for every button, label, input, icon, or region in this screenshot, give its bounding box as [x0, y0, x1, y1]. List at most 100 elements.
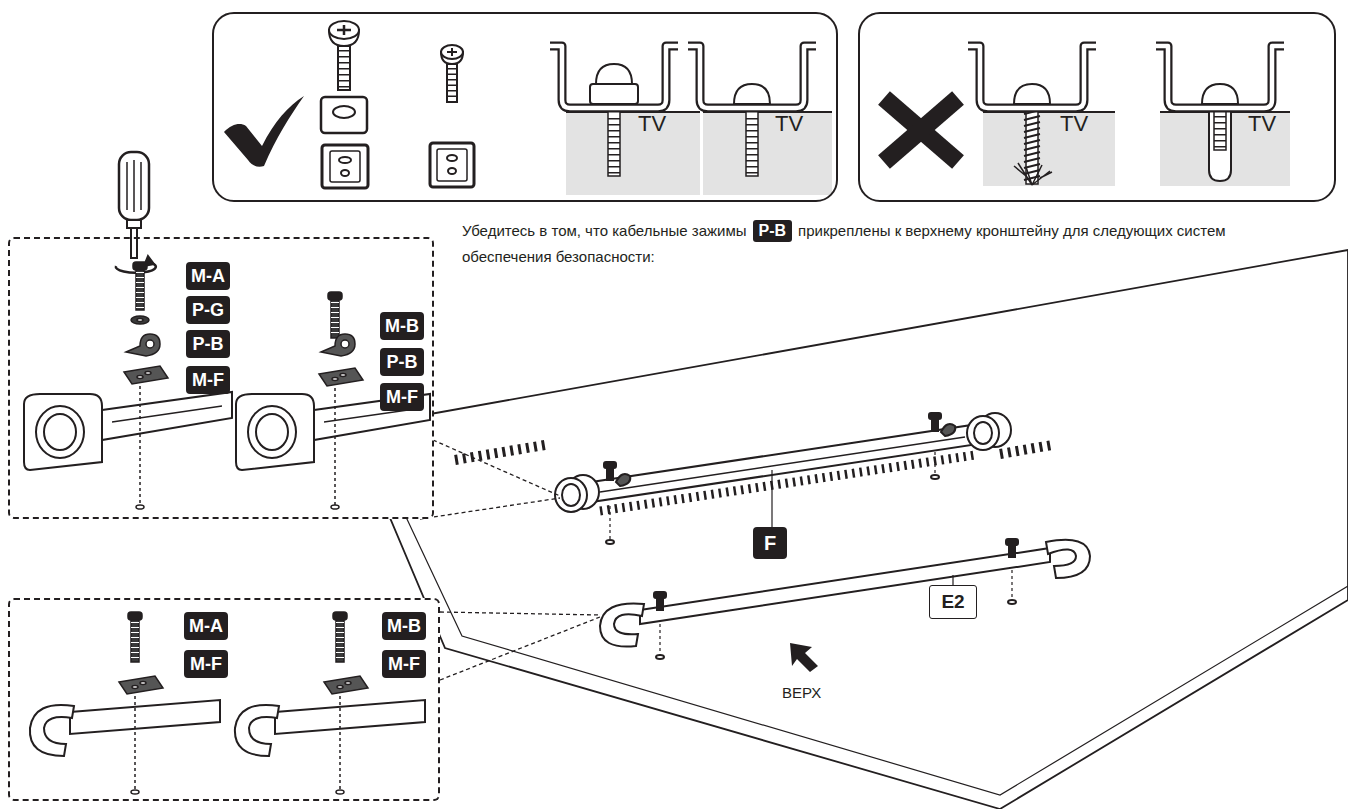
- hardware-stack-right: [340, 374, 346, 377]
- wrong-tv-section-2: [1156, 46, 1290, 186]
- part-code: E2: [929, 585, 977, 619]
- hardware-stack-lower: [131, 790, 139, 794]
- part-code: M-F: [184, 650, 228, 678]
- tv-back-panel: [352, 250, 1348, 809]
- part-code: P-B: [753, 220, 793, 242]
- direction-label: ВЕРХ: [782, 684, 821, 701]
- hardware-stack-right: [319, 368, 363, 386]
- upper-bracket-f: [600, 437, 965, 492]
- screw-with-spacer: [337, 25, 351, 35]
- upper-bracket-f: [616, 474, 630, 486]
- hardware-stack-left: [133, 262, 147, 270]
- lower-bracket-e2: [1046, 540, 1090, 578]
- wrong-tv-section-1: [968, 46, 1096, 108]
- screw-with-spacer: [333, 106, 355, 118]
- hardware-stack-right: [321, 334, 355, 356]
- tv-label: TV: [775, 111, 803, 137]
- hardware-stack-left: [124, 262, 168, 509]
- screw-with-spacer: [341, 170, 349, 176]
- check-mark: [224, 96, 304, 167]
- hardware-stack-right: [331, 505, 339, 509]
- tube-bracket-detail: [36, 406, 84, 458]
- hardware-stack-left: [137, 376, 143, 379]
- hardware-stack-left: [139, 386, 141, 505]
- screw-with-spacer: [329, 21, 359, 39]
- upper-bracket-f: [771, 470, 772, 527]
- lower-bracket-e2: [600, 603, 644, 646]
- screwdriver: [116, 152, 156, 273]
- hardware-stack-left: [131, 316, 149, 324]
- part-code: M-F: [382, 650, 426, 678]
- lower-bracket-e2: [640, 548, 1050, 624]
- hook-bracket-detail: [275, 700, 425, 734]
- hardware-stack-right: [331, 302, 339, 336]
- leader-lines: [420, 440, 600, 680]
- cross-mark: [884, 98, 958, 162]
- up-arrow: [790, 643, 818, 672]
- hardware-stack-right: [319, 292, 363, 509]
- correct-tv-section-1: [550, 46, 700, 195]
- hardware-stack-left: [126, 334, 160, 356]
- hardware-stack-lower: [128, 612, 142, 620]
- screw-without-spacer: [447, 48, 457, 56]
- upper-bracket-f: [607, 468, 613, 480]
- part-code: M-A: [186, 262, 230, 290]
- correct-tv-section-1: [596, 64, 632, 84]
- hardware-stack-left: [145, 372, 151, 375]
- wrong-tv-section-2: [1156, 46, 1284, 108]
- cross-mark: [884, 98, 958, 162]
- lower-bracket-e2: [657, 598, 663, 610]
- check-mark: [224, 96, 304, 167]
- screw-without-spacer: [447, 64, 457, 102]
- hardware-stack-right: [334, 388, 336, 505]
- hardware-stack-left: [136, 272, 144, 308]
- tube-bracket-detail: [102, 392, 232, 440]
- screwdriver: [131, 228, 137, 258]
- hardware-stack-lower: [336, 790, 344, 794]
- correct-tv-section-1: [550, 46, 678, 108]
- upper-bracket-f: [931, 475, 939, 479]
- screwdriver: [119, 152, 149, 220]
- lower-bracket-e2: [656, 655, 664, 659]
- callout-background: [8, 598, 440, 801]
- instruction-note: Убедитесь в том, что кабельные зажимы: [462, 222, 747, 239]
- wrong-tv-section-2: [1202, 84, 1238, 104]
- screw-without-spacer: [447, 68, 457, 100]
- screw-without-spacer: [448, 168, 456, 174]
- hook-bracket-detail: [235, 705, 279, 756]
- hardware-stack-lower: [336, 620, 344, 662]
- hardware-stack-right: [332, 378, 338, 381]
- hardware-stack-left: [137, 319, 143, 322]
- detail-callout: M-AP-GP-BM-FM-BP-BM-F: [8, 237, 434, 519]
- screw-without-spacer: [441, 45, 463, 59]
- part-code: M-B: [380, 312, 424, 340]
- tube-bracket-detail: [44, 414, 76, 450]
- tube-bracket-detail: [24, 394, 102, 470]
- hardware-stack-lower: [333, 612, 347, 620]
- wrong-example-panel: TVTV: [858, 12, 1336, 202]
- part-code: M-F: [380, 383, 424, 411]
- part-code: P-G: [186, 296, 230, 324]
- tube-bracket-detail: [112, 406, 222, 422]
- upper-bracket-f: [555, 478, 587, 512]
- screw-with-spacer: [322, 145, 368, 188]
- correct-tv-section-1: [566, 112, 700, 195]
- screwdriver: [127, 220, 141, 228]
- upper-bracket-f: [932, 419, 938, 431]
- leader-lines: [420, 440, 560, 519]
- tv-label: TV: [1060, 111, 1088, 137]
- correct-tv-section-2: [734, 84, 770, 104]
- tube-bracket-detail: [236, 394, 314, 470]
- hardware-stack-lower: [339, 696, 341, 790]
- hardware-stack-left: [136, 270, 144, 310]
- hook-bracket-detail: [30, 705, 74, 756]
- correct-example-panel: TV TV: [212, 12, 838, 202]
- part-code: P-B: [380, 348, 424, 376]
- upper-bracket-f: [967, 416, 999, 450]
- tv-label: TV: [638, 111, 666, 137]
- wrong-tv-section-1: [968, 46, 1115, 186]
- detail-callout: M-AM-FM-BM-F: [8, 598, 440, 801]
- lower-bracket-e2: [600, 539, 1090, 659]
- hardware-stack-left: [146, 340, 154, 348]
